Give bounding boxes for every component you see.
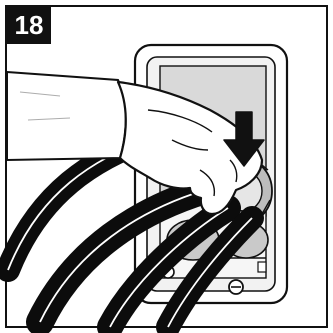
step-number-badge: 18 — [7, 7, 51, 44]
